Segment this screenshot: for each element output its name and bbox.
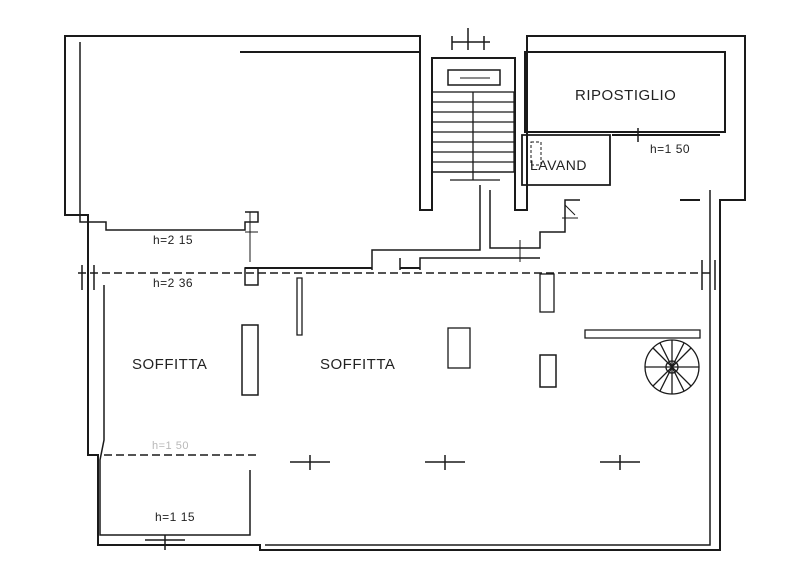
corridor-wall-2	[489, 190, 580, 249]
beam-right	[539, 354, 557, 388]
room-label-storage: RIPOSTIGLIO	[575, 87, 677, 104]
laundry-sink	[530, 141, 542, 166]
spiral-staircase	[644, 339, 700, 395]
windows	[81, 28, 716, 550]
staircase	[431, 91, 515, 181]
partition-stub	[296, 277, 303, 336]
room-label-laundry: LAVAND	[530, 157, 587, 173]
room-label-attic-left: SOFFITTA	[132, 356, 208, 373]
height-label-mid-left: h=2 36	[153, 276, 194, 290]
side-partition	[584, 329, 701, 339]
height-label-bottom: h=1 15	[155, 510, 196, 524]
height-label-storage-side: h=1 50	[650, 142, 691, 156]
height-label-top-left: h=2 15	[153, 233, 194, 247]
stair-housing	[447, 69, 501, 86]
laundry-wall	[521, 134, 611, 186]
beam-center	[447, 327, 471, 369]
corridor-wall	[371, 185, 481, 270]
inner-wall-left	[99, 285, 251, 536]
outer-wall	[64, 35, 746, 551]
inner-wall-top-left	[79, 42, 259, 231]
corridor-wall-3	[399, 257, 540, 270]
column-right	[539, 273, 555, 313]
door-marker	[519, 204, 578, 262]
beam-left	[241, 324, 259, 396]
inner-wall-right	[265, 190, 711, 546]
storage-room-wall	[524, 51, 726, 133]
height-label-lower-left: h=1 50	[152, 440, 189, 452]
room-label-attic-center: SOFFITTA	[320, 356, 396, 373]
